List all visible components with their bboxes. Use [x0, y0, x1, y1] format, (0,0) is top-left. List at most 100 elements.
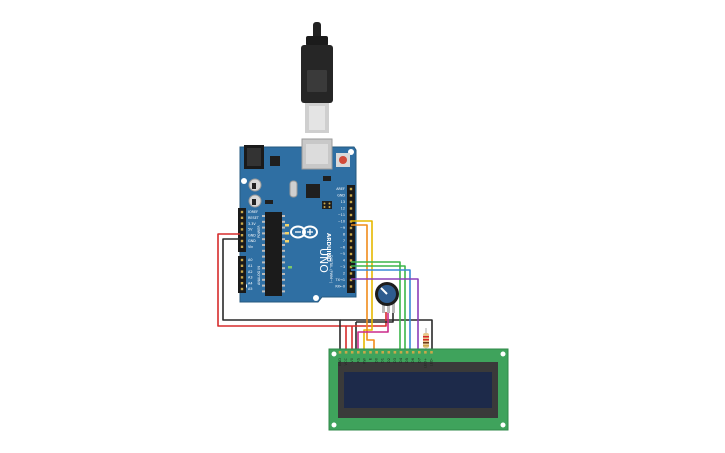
wire-v0-magenta[interactable]	[357, 312, 389, 350]
resistor[interactable]	[423, 328, 429, 350]
chip-pin	[282, 238, 285, 241]
dc-jack-inner	[247, 148, 261, 166]
header-pin[interactable]	[349, 259, 353, 262]
header-pin[interactable]	[349, 200, 353, 204]
lcd-pin-label: D1	[381, 358, 385, 363]
header-pin[interactable]	[349, 187, 353, 191]
header-pin[interactable]	[349, 213, 353, 217]
chip-pin	[262, 226, 265, 229]
header-pin[interactable]	[240, 245, 244, 248]
lcd-mount-hole	[331, 422, 337, 428]
wire-d4-green[interactable]	[351, 261, 401, 350]
lcd-pin-label: D7	[417, 358, 421, 363]
usb-plug-detail	[307, 70, 327, 92]
pot-leg	[387, 303, 390, 313]
pin-label: A2	[248, 270, 252, 274]
header-pin[interactable]	[240, 258, 244, 262]
header-pin[interactable]	[349, 207, 353, 210]
lcd-pin-label: LED-	[430, 357, 434, 366]
pin-label: 3.3V	[248, 222, 256, 226]
resistor-band	[423, 342, 429, 344]
usb-cable[interactable]	[301, 22, 333, 133]
chip-pin	[262, 232, 265, 235]
smd-chip	[323, 176, 331, 181]
header-pin[interactable]	[240, 228, 244, 231]
lcd-pin[interactable]	[375, 351, 378, 354]
header-pin[interactable]	[240, 239, 244, 243]
header-pin[interactable]	[349, 278, 353, 282]
lcd-pin[interactable]	[350, 351, 354, 354]
header-pin[interactable]	[240, 222, 244, 225]
wire-d5-green[interactable]	[351, 265, 406, 350]
wire-5v-red[interactable]	[217, 233, 347, 350]
lcd-pin[interactable]	[344, 351, 348, 354]
lcd-pin[interactable]	[369, 351, 372, 354]
capacitor-mark	[252, 183, 256, 189]
header-pin[interactable]	[349, 265, 353, 269]
potentiometer[interactable]	[375, 282, 399, 313]
wire-led-gnd-black[interactable]	[340, 319, 433, 350]
pin-label: ~5	[340, 252, 345, 256]
header-pin[interactable]	[349, 246, 353, 249]
wire-d6-blue[interactable]	[351, 269, 411, 350]
pin-label: TX→1	[335, 278, 345, 282]
lcd-pin[interactable]	[338, 351, 342, 354]
capacitor-mark	[252, 199, 256, 205]
header-pin[interactable]	[349, 233, 353, 236]
cable-collar	[306, 36, 328, 46]
lcd-mount-hole	[331, 351, 337, 357]
header-pin[interactable]	[240, 216, 244, 219]
pin-label: RX←0	[335, 285, 345, 289]
wires	[217, 220, 433, 350]
header-pin[interactable]	[349, 226, 353, 230]
lcd-screen	[344, 372, 492, 408]
chip-pin	[262, 249, 265, 252]
chip-pin	[262, 284, 265, 287]
lcd-pin[interactable]	[363, 351, 366, 354]
lcd-pin-label: D4	[399, 357, 403, 363]
lcd-pin[interactable]	[405, 351, 409, 354]
lcd-pin[interactable]	[424, 351, 427, 354]
chip-pin	[282, 284, 285, 287]
lcd-pin[interactable]	[399, 351, 403, 354]
header-pin[interactable]	[240, 210, 244, 214]
lcd-pin[interactable]	[357, 351, 360, 354]
header-pin[interactable]	[240, 276, 244, 279]
header-pin[interactable]	[240, 234, 244, 237]
wire-d7-purple[interactable]	[351, 278, 419, 350]
wire-pot-vcc-red[interactable]	[346, 312, 387, 327]
atmega-pins	[262, 215, 285, 293]
header-pin[interactable]	[240, 264, 244, 267]
chip-pin	[282, 249, 285, 252]
chip-pin	[282, 278, 285, 281]
wire-gnd-black[interactable]	[222, 238, 341, 350]
header-pin[interactable]	[349, 239, 353, 243]
lcd-pin[interactable]	[418, 351, 421, 354]
wire-rs-yellow[interactable]	[351, 220, 373, 350]
pin-label: 5V	[248, 228, 253, 232]
wire-pot-gnd-black[interactable]	[356, 312, 394, 323]
lcd-pin[interactable]	[430, 351, 433, 354]
header-pin[interactable]	[349, 194, 353, 197]
header-pin[interactable]	[240, 282, 244, 285]
lcd-pin[interactable]	[381, 351, 384, 354]
chip-pin	[282, 244, 285, 246]
usb-b-port-inner	[306, 144, 328, 164]
lcd-pin[interactable]	[393, 351, 397, 354]
pin-label: 2	[343, 272, 345, 276]
lcd-pin[interactable]	[411, 351, 415, 354]
lcd-pin-label: GND	[338, 358, 342, 366]
header-pin[interactable]	[349, 272, 353, 275]
header-pin[interactable]	[240, 270, 244, 273]
lcd-pin-label: VCC	[344, 358, 348, 366]
wire-e-orange[interactable]	[351, 224, 375, 350]
lcd-pin[interactable]	[387, 351, 391, 354]
header-pin[interactable]	[349, 285, 353, 288]
header-pin[interactable]	[349, 252, 353, 256]
chip-pin	[282, 232, 285, 235]
header-pin[interactable]	[240, 287, 244, 291]
reset-button[interactable]	[339, 156, 347, 164]
analog-header-title: ANALOG IN	[257, 266, 261, 285]
